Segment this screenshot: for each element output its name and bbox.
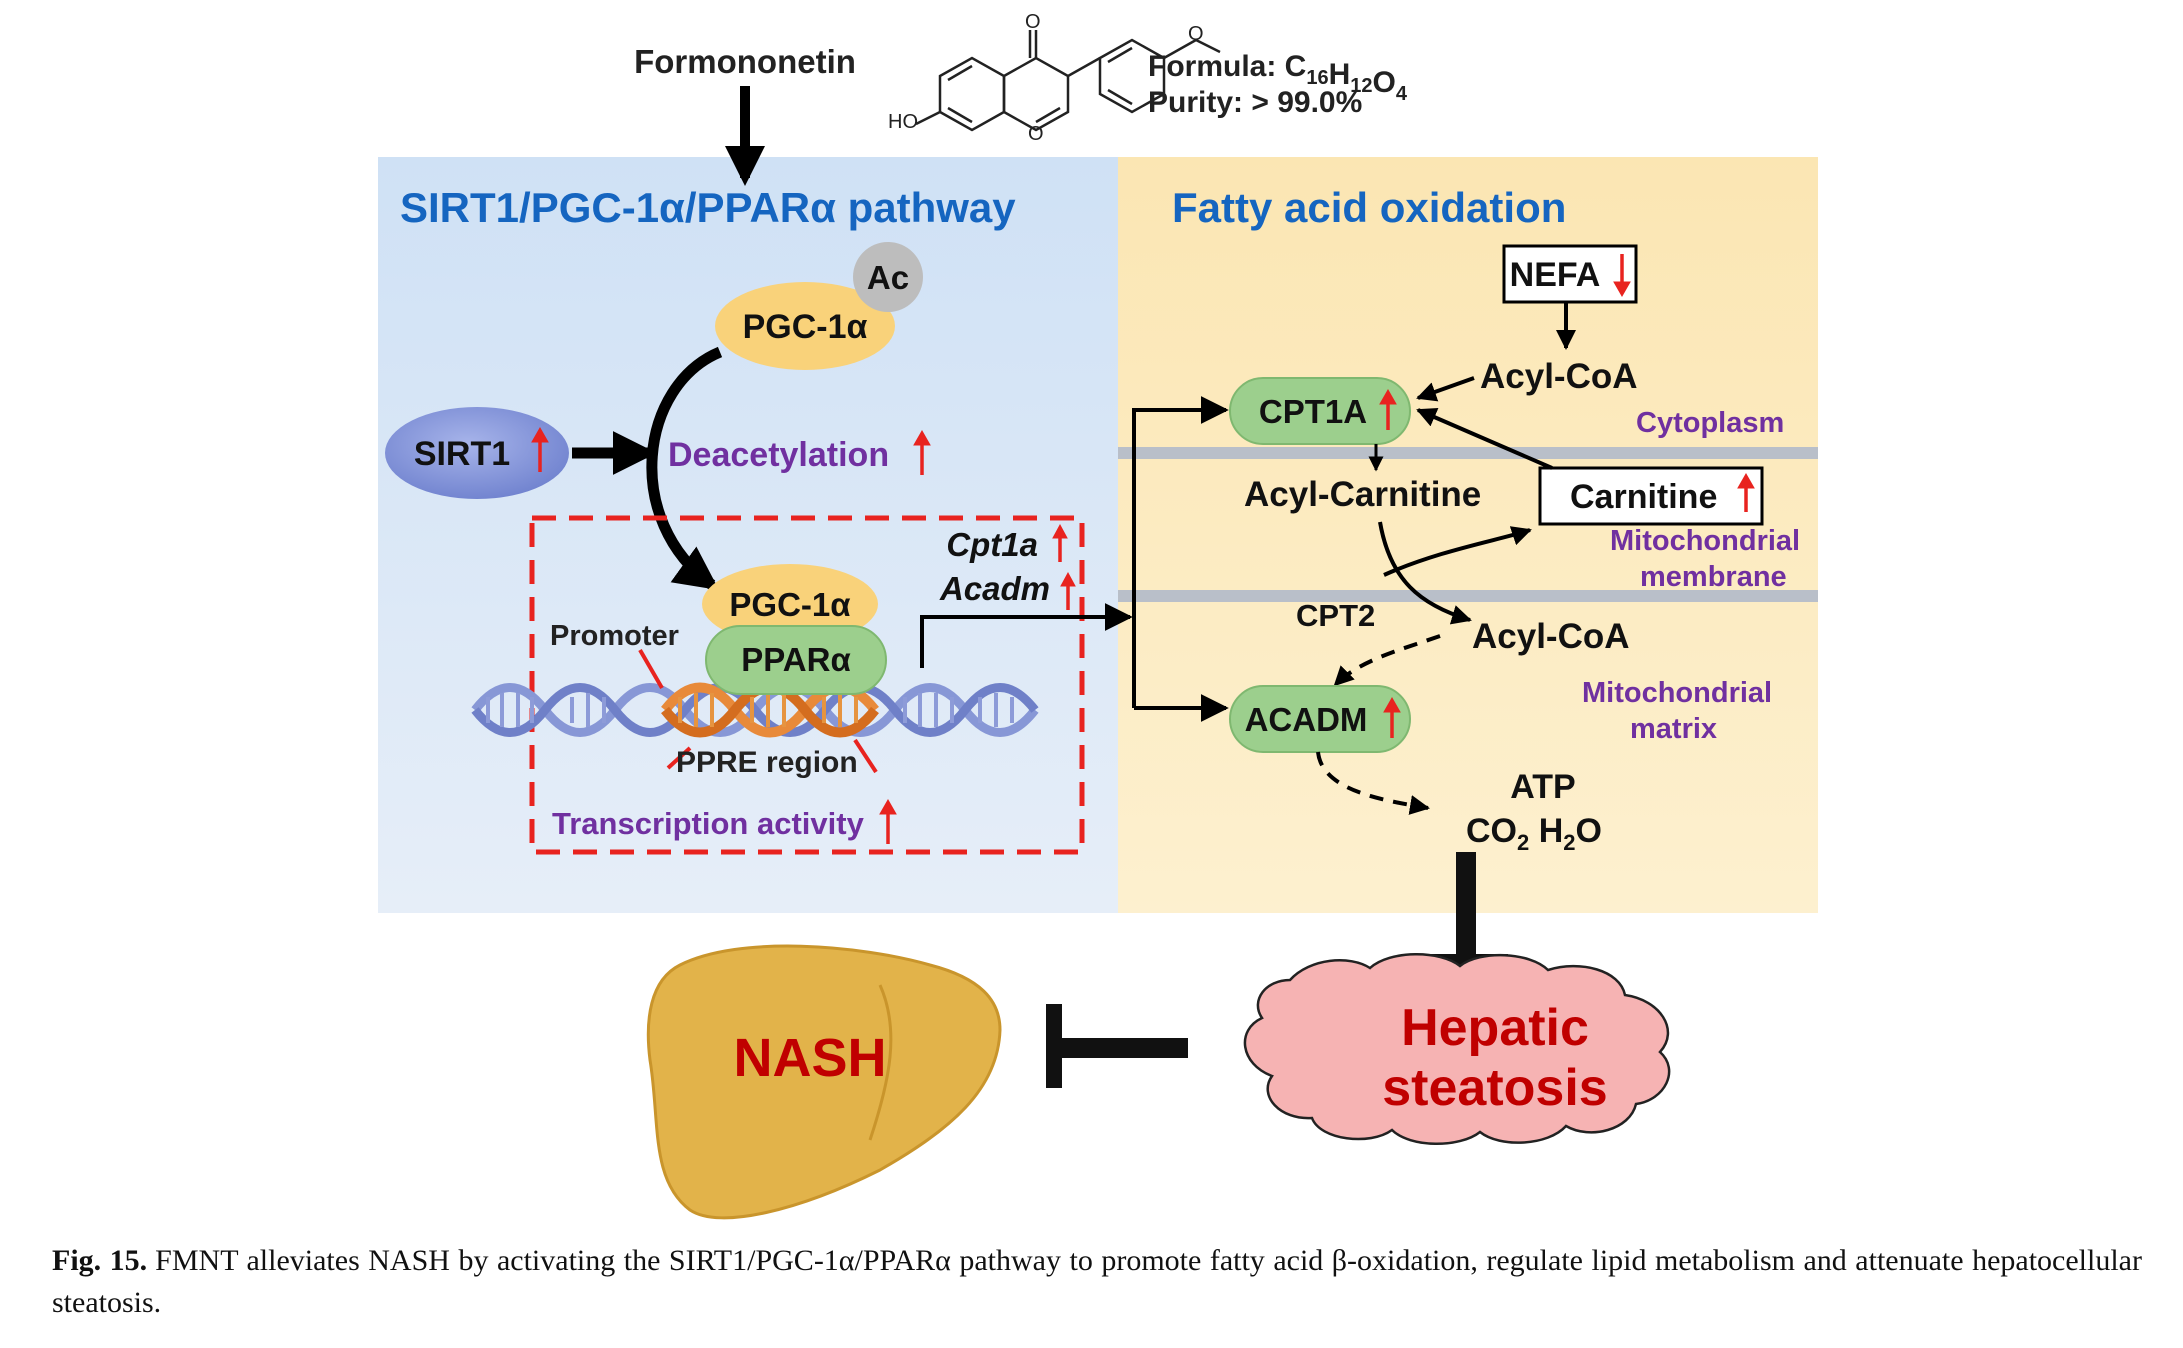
steatosis-label-2: steatosis <box>1382 1059 1607 1117</box>
formula-element-0: C <box>1285 50 1307 83</box>
gene-cpt1a-label: Cpt1a <box>946 526 1038 563</box>
transcription-activity-label: Transcription activity <box>552 806 865 841</box>
cytoplasm-membrane-line <box>1118 447 1818 459</box>
figure-caption: Fig. 15.FMNT alleviates NASH by activati… <box>52 1240 2142 1324</box>
ppara-node <box>705 625 887 695</box>
gene-expression-arrow <box>920 603 1133 668</box>
deacetylation-label: Deacetylation <box>668 436 889 474</box>
sirt1-label: SIRT1 <box>414 435 510 473</box>
ac-group-node <box>853 242 923 312</box>
formula-subscript-2: 4 <box>1396 83 1408 105</box>
pgc1a-top-label: PGC-1α <box>743 308 868 346</box>
pgc1a-bottom-label: PGC-1α <box>729 586 850 623</box>
liver-lobe-line <box>868 984 893 1141</box>
caption-label: Fig. 15. <box>52 1244 148 1277</box>
acylcoa-to-acadm-arrow <box>1333 634 1441 687</box>
chem-ring-o-label: O <box>1028 123 1044 145</box>
chem-methoxy-o-label: O <box>1188 23 1204 45</box>
pgc1a-bottom-node <box>702 564 878 644</box>
caption-text: FMNT alleviates NASH by activating the S… <box>52 1244 2142 1319</box>
carnitine-box <box>1538 466 1764 526</box>
transcription-up-arrow <box>879 798 897 844</box>
cpt1a-label: CPT1A <box>1259 393 1367 430</box>
formula-element-1: H <box>1329 58 1351 91</box>
formula-prefix: Formula: <box>1148 50 1285 83</box>
formula-subscript-0: 16 <box>1306 67 1328 89</box>
left-panel-background <box>378 157 1118 913</box>
acadm-up-arrow <box>1383 696 1401 738</box>
acadm-label: ACADM <box>1245 701 1368 738</box>
acyl-coa-top-label: Acyl-CoA <box>1480 357 1638 396</box>
mito-membrane-label-1: Mitochondrial <box>1610 525 1800 557</box>
chem-o-label: O <box>1025 11 1041 33</box>
chem-ho-label: HO <box>888 111 918 133</box>
ac-group-label: Ac <box>867 259 909 296</box>
formula-subscript-1: 12 <box>1350 75 1372 97</box>
ppre-region-label: PPRE region <box>676 746 858 779</box>
pgc-cycle-arrow <box>646 346 723 591</box>
steatosis-label-1: Hepatic <box>1401 999 1589 1057</box>
cpt1a-node <box>1229 377 1411 445</box>
ppara-label: PPARα <box>741 641 851 678</box>
nefa-box <box>1502 244 1638 304</box>
acyl-coa-bottom-label: Acyl-CoA <box>1472 617 1630 656</box>
products-label: CO2 H2O <box>1466 812 1602 855</box>
promoter-label: Promoter <box>550 620 679 652</box>
purity-line: Purity: > 99.0% <box>1148 86 1362 119</box>
acyl-carnitine-label: Acyl-Carnitine <box>1244 475 1481 514</box>
mito-matrix-label-1: Mitochondrial <box>1582 677 1772 709</box>
left-panel-title: SIRT1/PGC-1α/PPARα pathway <box>400 184 1016 231</box>
acylcarnitine-to-carnitine-arrow <box>1383 526 1532 577</box>
gene-acadm-label: Acadm <box>939 570 1050 607</box>
inhibit-nash-bar <box>1046 1004 1188 1088</box>
carnitine-to-cpt1a-arrow <box>1416 407 1553 470</box>
sirt1-node <box>385 407 569 499</box>
gene-branch-to-cpt1a <box>1132 396 1229 708</box>
acadm-to-atp-arrow <box>1316 751 1430 815</box>
right-panel-title: Fatty acid oxidation <box>1172 184 1566 231</box>
atp-label: ATP <box>1510 768 1575 806</box>
acadm-gene-up-arrow <box>1060 571 1076 610</box>
nash-label: NASH <box>733 1028 886 1088</box>
carnitine-label: Carnitine <box>1570 478 1717 516</box>
compound-name: Formononetin <box>634 43 856 80</box>
nefa-label: NEFA <box>1510 256 1601 294</box>
pgc1a-top-node <box>715 282 895 370</box>
right-panel-background <box>1118 157 1818 913</box>
sirt1-up-arrow <box>531 426 549 472</box>
deacetylation-up-arrow <box>913 429 931 475</box>
liver-shape <box>646 944 1002 1220</box>
nefa-down-arrow <box>1613 254 1631 298</box>
formula-element-2: O <box>1373 66 1396 99</box>
matrix-membrane-line <box>1118 590 1818 602</box>
carnitine-up-arrow <box>1737 472 1755 512</box>
hepatic-steatosis-cloud <box>1243 953 1671 1145</box>
transcription-box <box>529 515 1085 855</box>
cpt1a-up-arrow <box>1379 388 1397 430</box>
cpt1a-gene-up-arrow <box>1052 523 1068 562</box>
formula-line: Formula: C16H12O4 <box>1148 50 1408 105</box>
mito-matrix-label-2: matrix <box>1630 713 1717 745</box>
cpt2-label: CPT2 <box>1296 598 1375 633</box>
acylcarnitine-to-acylcoa-arrow <box>1378 521 1472 625</box>
mito-membrane-label-2: membrane <box>1640 561 1787 593</box>
chemical-structure <box>915 30 1221 132</box>
acylcoa-to-cpt1a-arrow <box>1416 376 1475 402</box>
cytoplasm-label: Cytoplasm <box>1636 407 1784 439</box>
